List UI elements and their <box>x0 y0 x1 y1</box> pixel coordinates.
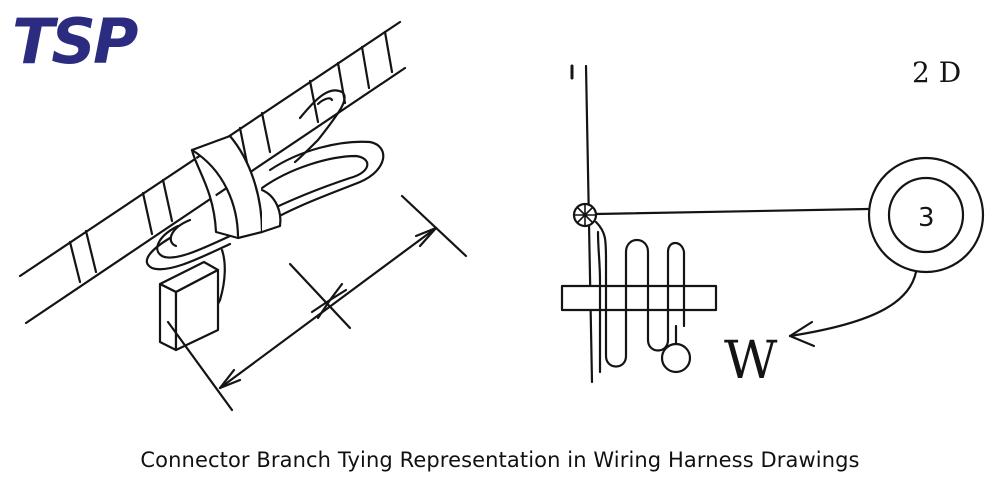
balloon-inner <box>887 176 965 254</box>
tsp-logo: TSP <box>12 5 141 78</box>
cable-tie <box>190 134 282 240</box>
callout-arrowhead <box>788 320 816 348</box>
folded-branch <box>594 220 686 368</box>
branch-node-cross <box>574 204 596 226</box>
drawing-number: 2 D <box>912 56 961 89</box>
balloon-number: 3 <box>918 203 935 233</box>
connector-block <box>158 260 220 352</box>
branch-inner-edge <box>596 230 602 374</box>
logo-text: TSP <box>12 5 138 78</box>
figure-caption: Connector Branch Tying Representation in… <box>140 448 860 472</box>
branch-terminal <box>660 342 692 374</box>
balloon-outer <box>867 156 985 274</box>
right-figure: 2 D 3 W <box>560 56 985 391</box>
dimension-arrow <box>166 194 468 412</box>
callout-arrow <box>788 270 918 338</box>
branch-loop <box>145 89 385 324</box>
left-figure <box>18 20 468 412</box>
callout-letter: W <box>724 331 778 391</box>
leader-line <box>594 207 870 216</box>
tie-band <box>560 284 718 312</box>
